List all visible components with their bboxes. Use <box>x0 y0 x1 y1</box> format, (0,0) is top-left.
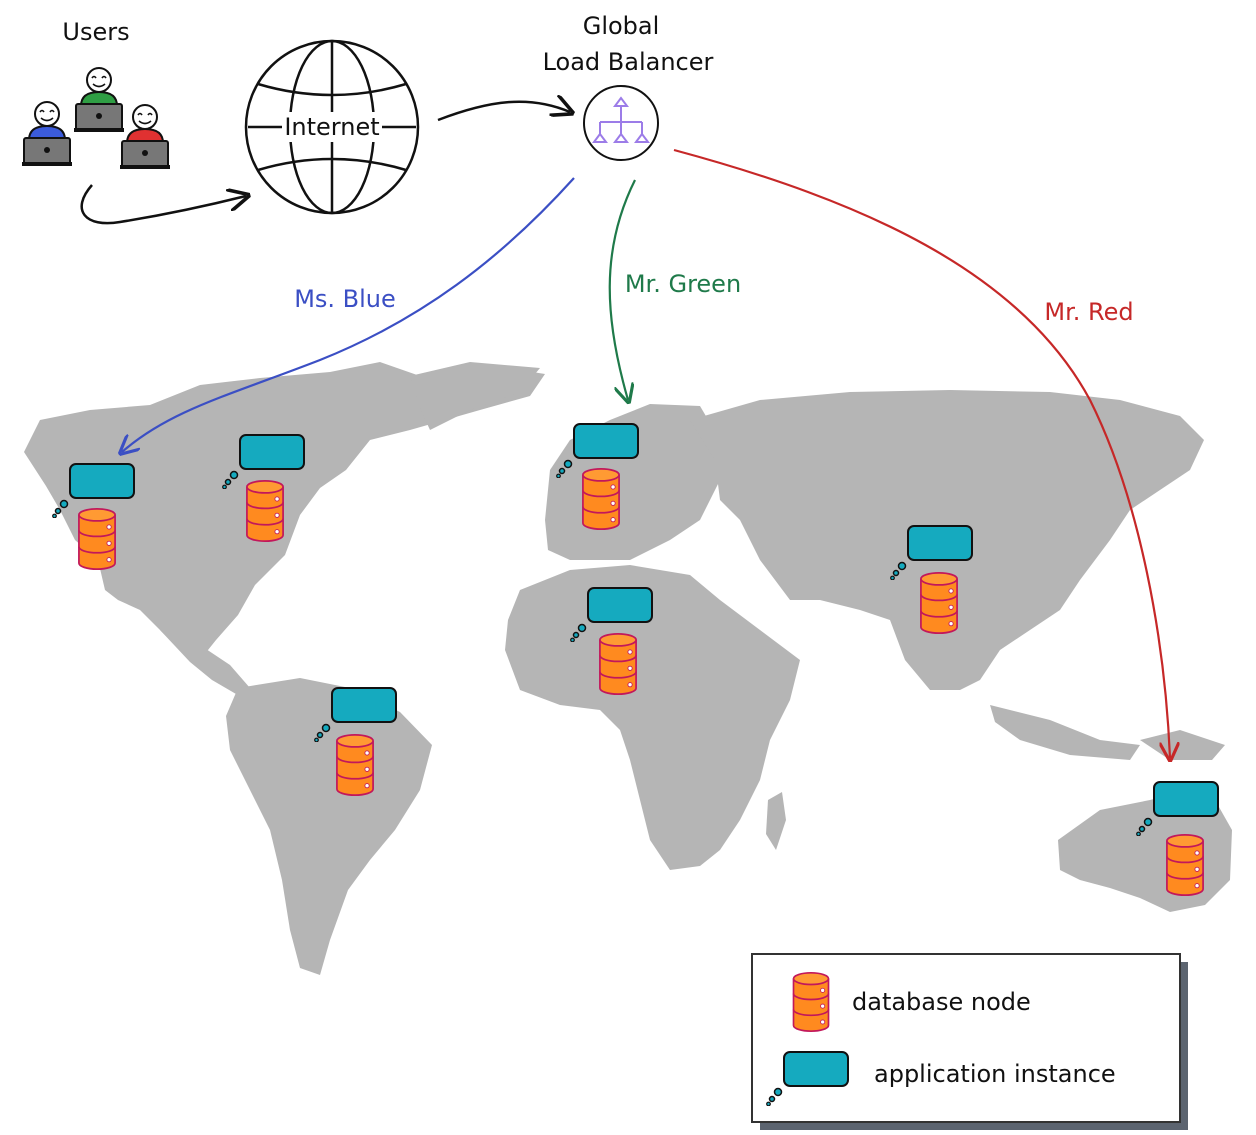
legend-database-label: database node <box>852 988 1031 1016</box>
database-icon <box>335 734 375 796</box>
legend: database node application instance <box>751 953 1188 1130</box>
land-madagascar <box>766 792 786 850</box>
internet-label: Internet <box>284 113 379 141</box>
route-arrow-green <box>608 179 636 400</box>
legend-database-icon <box>792 972 830 1032</box>
database-icon <box>581 468 621 530</box>
arrow-internet-to-load-balancer <box>437 102 570 122</box>
users-title: Users <box>62 18 129 46</box>
database-icon <box>919 572 959 634</box>
load-balancer-icon <box>583 85 659 161</box>
land-new-guinea <box>1140 730 1225 760</box>
land-greenland <box>410 362 540 430</box>
database-icon <box>1165 834 1205 896</box>
internet-label-bg <box>282 112 382 142</box>
land-north-america <box>24 362 545 660</box>
database-icon <box>77 508 117 570</box>
land-africa <box>505 565 800 870</box>
land-south-america <box>226 678 432 975</box>
database-icon <box>598 633 638 695</box>
route-arrow-blue <box>122 177 575 452</box>
land-sea-islands <box>990 705 1140 760</box>
land-central-america <box>160 630 250 694</box>
arrow-users-to-internet <box>80 184 246 225</box>
users-with-laptops-icon <box>22 67 170 169</box>
load-balancer-title-line2: Load Balancer <box>543 48 714 76</box>
route-label-green: Mr. Green <box>625 270 741 298</box>
legend-application-label: application instance <box>874 1060 1116 1088</box>
route-label-red: Mr. Red <box>1044 298 1133 326</box>
load-balancer-title-line1: Global <box>583 12 660 40</box>
database-icon <box>245 480 285 542</box>
route-arrow-red <box>673 148 1170 758</box>
route-label-blue: Ms. Blue <box>294 285 396 313</box>
